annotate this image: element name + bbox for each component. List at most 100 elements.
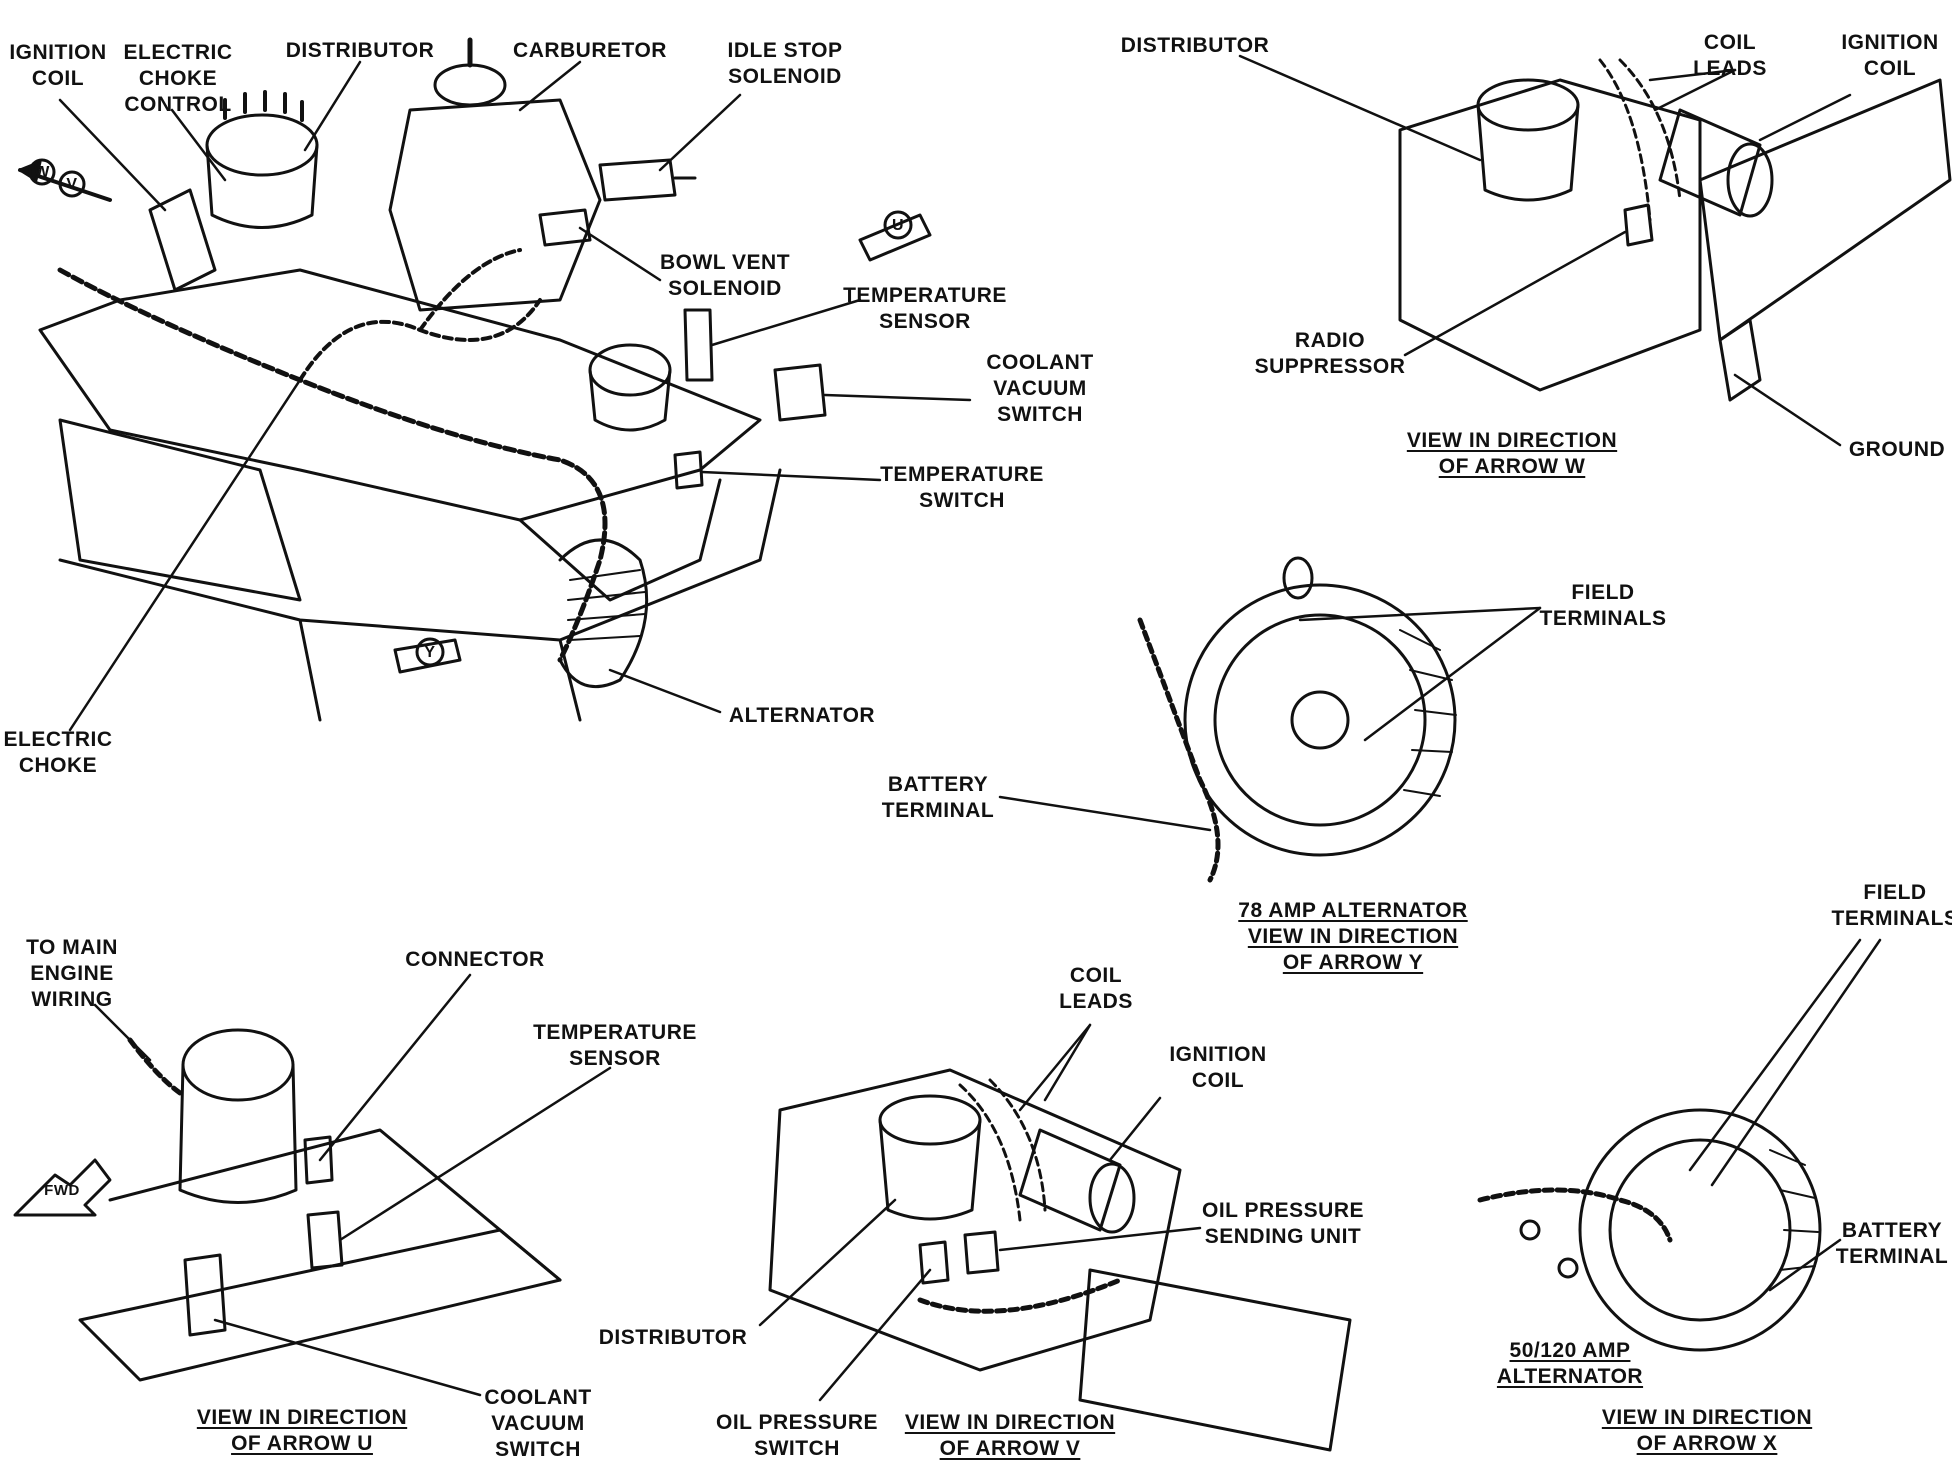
w-ignition-coil-drawing: [1658, 108, 1762, 217]
w-manifold-drawing: [1698, 78, 1952, 342]
label-w-distributor: DISTRIBUTOR: [1120, 34, 1270, 57]
alternator-main-fins-drawing: [567, 569, 646, 641]
air-cleaner-stud-drawing: [433, 63, 507, 107]
v-oil-pressure-sending-unit-drawing: [963, 1230, 1000, 1275]
v-leader-lines: [758, 1023, 1202, 1402]
x-alternator-fins-drawing: [1769, 1149, 1819, 1271]
carburetor-drawing: [388, 98, 602, 312]
w-distributor-body-drawing: [1476, 103, 1580, 202]
u-manifold-drawing: [78, 1228, 562, 1382]
idle-stop-solenoid-drawing: [598, 158, 697, 202]
label-u-connector: CONNECTOR: [405, 948, 545, 971]
engine-block-drawing: [58, 468, 782, 722]
valve-cover-left-drawing: [58, 418, 302, 602]
label-v-distributor: DISTRIBUTOR: [598, 1326, 748, 1349]
temperature-sensor-drawing: [683, 308, 714, 382]
timing-cover-drawing: [518, 478, 722, 602]
main-wiring-harness-drawing: [57, 267, 608, 663]
y-alternator-fins-drawing: [1399, 629, 1457, 797]
ignition-coil-main-drawing: [148, 188, 217, 292]
arrow-u-tag: U: [891, 217, 905, 234]
u-temperature-sensor-drawing: [306, 1210, 344, 1270]
v-block-drawing: [768, 1068, 1182, 1372]
view-y-drawing: [998, 556, 1542, 883]
view-u-drawing: [13, 973, 612, 1397]
v-valve-cover-drawing: [1078, 1268, 1352, 1452]
u-housing-top-drawing: [181, 1028, 295, 1102]
coolant-vacuum-switch-drawing: [773, 363, 827, 422]
thermostat-body-drawing: [588, 368, 672, 432]
arrow-y-tag: Y: [424, 644, 436, 661]
w-radio-suppressor-drawing: [1623, 203, 1654, 247]
main-harness-branch-drawing: [298, 248, 542, 382]
view-w-drawing: [1238, 54, 1952, 447]
v-oil-pressure-switch-drawing: [918, 1240, 950, 1285]
distributor-towers-drawing: [223, 90, 304, 122]
v-distributor-body-drawing: [878, 1118, 982, 1221]
u-leader-lines: [93, 973, 612, 1397]
x-leader-lines: [1688, 938, 1882, 1292]
label-w-ground: GROUND: [1848, 438, 1946, 461]
arrow-u-marker: [858, 210, 932, 262]
x-nut-2-drawing: [1557, 1257, 1579, 1279]
arrow-v-tag: V: [66, 176, 78, 193]
u-connector-drawing: [303, 1135, 334, 1185]
x-wiring-drawing: [1477, 1187, 1673, 1243]
v-ignition-coil-drawing: [1018, 1128, 1122, 1232]
y-alternator-housing-drawing: [1183, 583, 1457, 857]
v-coil-leads-drawing: [958, 1078, 1047, 1222]
v-wiring-drawing: [917, 1277, 1123, 1314]
arrow-y-marker: [393, 637, 462, 674]
x-alternator-housing-drawing: [1578, 1108, 1822, 1352]
u-manifold-edge-drawing: [108, 1128, 562, 1282]
y-alternator-hub-drawing: [1290, 690, 1350, 750]
w-ground-strap-drawing: [1718, 318, 1762, 402]
y-leader-lines: [998, 606, 1542, 832]
y-field-terminal-loop-drawing: [1282, 556, 1314, 600]
w-coil-end-drawing: [1726, 142, 1774, 218]
v-distributor-cap-drawing: [878, 1094, 982, 1146]
thermostat-housing-drawing: [588, 343, 672, 397]
main-engine-view: [18, 37, 972, 732]
intake-manifold-drawing: [38, 268, 762, 522]
arrow-w-tag: W: [34, 164, 50, 181]
x-alternator-inner-drawing: [1608, 1138, 1792, 1322]
w-leader-lines: [1238, 54, 1852, 447]
u-coolant-vacuum-switch-drawing: [183, 1253, 227, 1337]
u-housing-body-drawing: [178, 1063, 298, 1204]
alternator-main-drawing: [558, 538, 649, 689]
view-x-drawing: [1477, 938, 1882, 1352]
label-main-carburetor: CARBURETOR: [513, 39, 667, 62]
y-alternator-inner-drawing: [1213, 613, 1427, 827]
u-fwd-arrow: [13, 1158, 112, 1217]
w-distributor-cap-drawing: [1476, 78, 1580, 132]
x-nut-1-drawing: [1519, 1219, 1541, 1241]
distributor-cap-drawing: [205, 113, 319, 177]
temperature-switch-drawing: [673, 450, 704, 490]
